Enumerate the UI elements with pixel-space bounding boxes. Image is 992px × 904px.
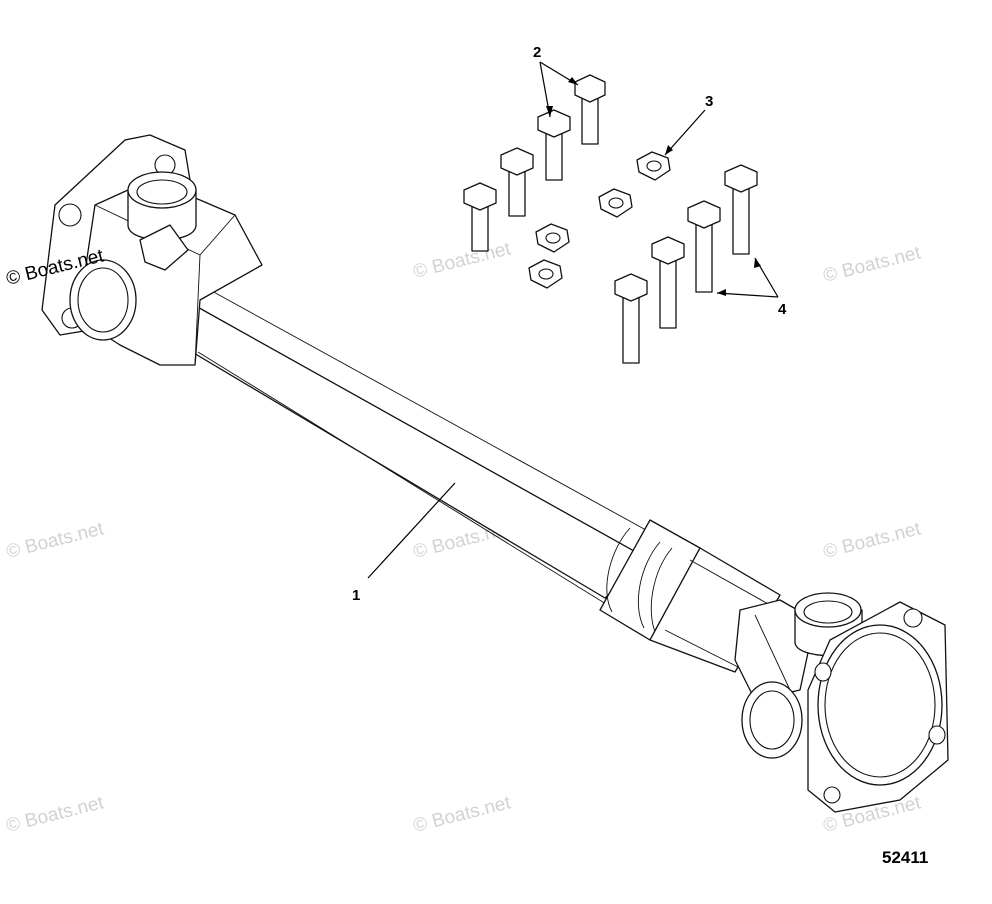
callout-1: 1 bbox=[352, 587, 360, 604]
callout-3: 3 bbox=[705, 93, 713, 110]
bolt bbox=[574, 74, 606, 145]
left-u-joint-flange bbox=[41, 134, 263, 366]
bolt bbox=[500, 147, 534, 217]
nut bbox=[636, 151, 671, 181]
bolt bbox=[687, 200, 721, 293]
bolt bbox=[614, 273, 648, 364]
watermark-text: © Boats.net bbox=[411, 238, 513, 283]
nut bbox=[535, 223, 570, 253]
callout-4: 4 bbox=[778, 301, 787, 318]
bolt bbox=[724, 164, 758, 255]
bolt bbox=[651, 236, 685, 329]
bolt bbox=[537, 109, 571, 181]
watermark-text: © Boats.net bbox=[411, 792, 513, 837]
bolt bbox=[463, 182, 497, 252]
diagram-number: 52411 bbox=[882, 848, 928, 867]
callout-2: 2 bbox=[533, 44, 541, 61]
watermark-text: © Boats.net bbox=[4, 518, 106, 563]
right-u-joint-flange bbox=[734, 592, 949, 813]
hex-bolts bbox=[463, 74, 758, 364]
watermark-text: © Boats.net bbox=[4, 792, 106, 837]
watermark-text: © Boats.net bbox=[821, 518, 923, 563]
nut bbox=[598, 188, 633, 218]
driveshaft-tube bbox=[181, 289, 781, 673]
watermark-text: © Boats.net bbox=[821, 242, 923, 287]
nut bbox=[528, 259, 563, 289]
leader-lines bbox=[367, 61, 779, 579]
hex-nuts bbox=[528, 151, 671, 289]
